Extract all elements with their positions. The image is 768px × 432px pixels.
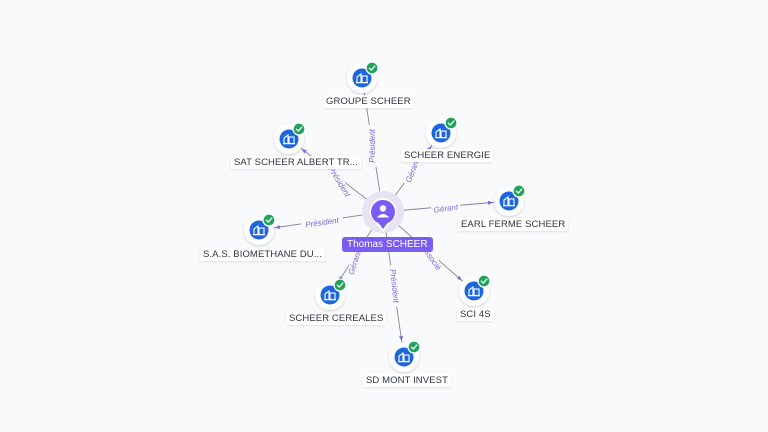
building-icon [283, 133, 295, 145]
company-label-sas-biomethane[interactable]: S.A.S. BIOMETHANE DU... [200, 248, 325, 261]
edge-label-scheer-cereales: Gérant [345, 247, 365, 279]
edge-arrow-earl-ferme-scheer [487, 200, 494, 205]
verified-check-icon [333, 278, 347, 292]
edge-label-bg [368, 125, 378, 167]
center-pin-tip [377, 221, 389, 229]
verified-check-icon [407, 340, 421, 354]
company-node-earl-ferme-scheer[interactable] [494, 184, 526, 216]
company-label-earl-ferme-scheer[interactable]: EARL FERME SCHEER [458, 218, 569, 231]
svg-text:Président: Président [327, 165, 353, 199]
company-label-scheer-cereales[interactable]: SCHEER CEREALES [286, 312, 387, 325]
company-node-sat-scheer-albert[interactable] [274, 122, 306, 154]
verified-check-icon [262, 213, 276, 227]
building-icon [435, 127, 447, 139]
company-label-scheer-energie[interactable]: SCHEER ENERGIE [401, 149, 494, 162]
person-icon [376, 205, 390, 218]
edge-label-bg [323, 161, 355, 203]
building-icon [356, 72, 368, 84]
company-node-sci-4s[interactable] [459, 274, 491, 306]
verified-check-icon [477, 274, 491, 288]
building-icon [253, 224, 265, 236]
company-node-sas-biomethane[interactable] [244, 213, 276, 245]
company-node-scheer-energie[interactable] [426, 116, 458, 148]
center-node[interactable] [362, 191, 404, 234]
edge-label-bg [345, 247, 365, 279]
edge-label-bg [402, 155, 424, 187]
company-node-sd-mont-invest[interactable] [389, 340, 421, 372]
building-icon [324, 289, 336, 301]
verified-check-icon [512, 184, 526, 198]
edge-label-groupe-scheer: Président [368, 125, 378, 167]
edge-label-sas-biomethane: Président [300, 215, 344, 231]
verified-check-icon [292, 122, 306, 136]
svg-text:Président: Président [388, 269, 401, 304]
company-label-sd-mont-invest[interactable]: SD MONT INVEST [363, 374, 451, 387]
svg-text:Gérant: Gérant [347, 249, 363, 276]
company-node-groupe-scheer[interactable] [347, 61, 379, 93]
svg-text:Président: Président [368, 128, 377, 163]
company-node-scheer-cereales[interactable] [315, 278, 347, 310]
edge-label-bg [386, 264, 402, 308]
center-pin [371, 200, 395, 224]
building-icon [398, 351, 410, 363]
verified-check-icon [365, 61, 379, 75]
edge-arrow-sas-biomethane [274, 225, 281, 229]
building-icon [468, 285, 480, 297]
building-icon [503, 195, 515, 207]
company-label-sat-scheer-albert[interactable]: SAT SCHEER ALBERT TR... [231, 156, 361, 169]
edge-arrow-sci-4s [456, 275, 462, 281]
company-label-groupe-scheer[interactable]: GROUPE SCHEER [323, 95, 414, 108]
company-label-sci-4s[interactable]: SCI 4S [457, 308, 494, 321]
center-person-name[interactable]: Thomas SCHEER [342, 237, 433, 252]
edge-label-bg [430, 202, 462, 216]
edge-label-bg [300, 215, 344, 231]
edge-label-sd-mont-invest: Président [386, 264, 402, 308]
edge-arrow-sd-mont-invest [399, 335, 403, 342]
edge-label-earl-ferme-scheer: Gérant [430, 202, 462, 216]
edge-arrow-sat-scheer-albert [301, 148, 307, 154]
nodes-layer [244, 61, 526, 372]
svg-text:Gérant: Gérant [433, 202, 459, 214]
verified-check-icon [444, 116, 458, 130]
